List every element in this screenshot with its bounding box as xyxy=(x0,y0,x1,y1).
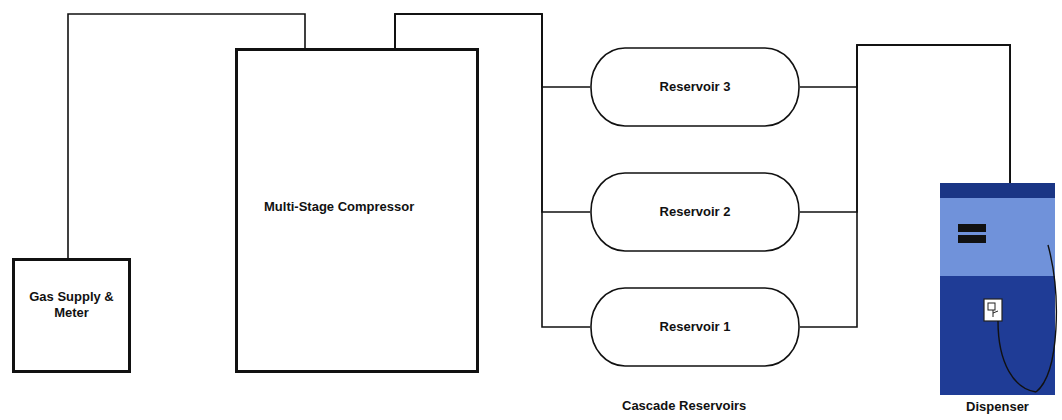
reservoir-tank: Reservoir 2 xyxy=(590,172,800,252)
supply-meter-box: Gas Supply & Meter xyxy=(12,258,131,373)
dispenser-illustration xyxy=(940,183,1055,395)
node-label: Reservoir 3 xyxy=(660,79,731,95)
group-label: Cascade Reservoirs xyxy=(622,398,746,414)
node-label: Reservoir 2 xyxy=(660,204,731,220)
compressor-box: Multi-Stage Compressor xyxy=(235,48,479,373)
fuel-dispenser: Dispenser xyxy=(940,183,1055,395)
pipe-line xyxy=(395,14,590,327)
node-label: Gas Supply & Meter xyxy=(19,289,124,321)
reservoir-tank: Reservoir 1 xyxy=(590,287,800,367)
dispenser-caption: Dispenser xyxy=(940,399,1055,415)
pipe-line xyxy=(800,45,1010,183)
node-label: Multi-Stage Compressor xyxy=(264,199,470,215)
node-label: Reservoir 1 xyxy=(660,319,731,335)
pipe-line xyxy=(395,14,590,212)
reservoir-tank: Reservoir 3 xyxy=(590,47,800,127)
